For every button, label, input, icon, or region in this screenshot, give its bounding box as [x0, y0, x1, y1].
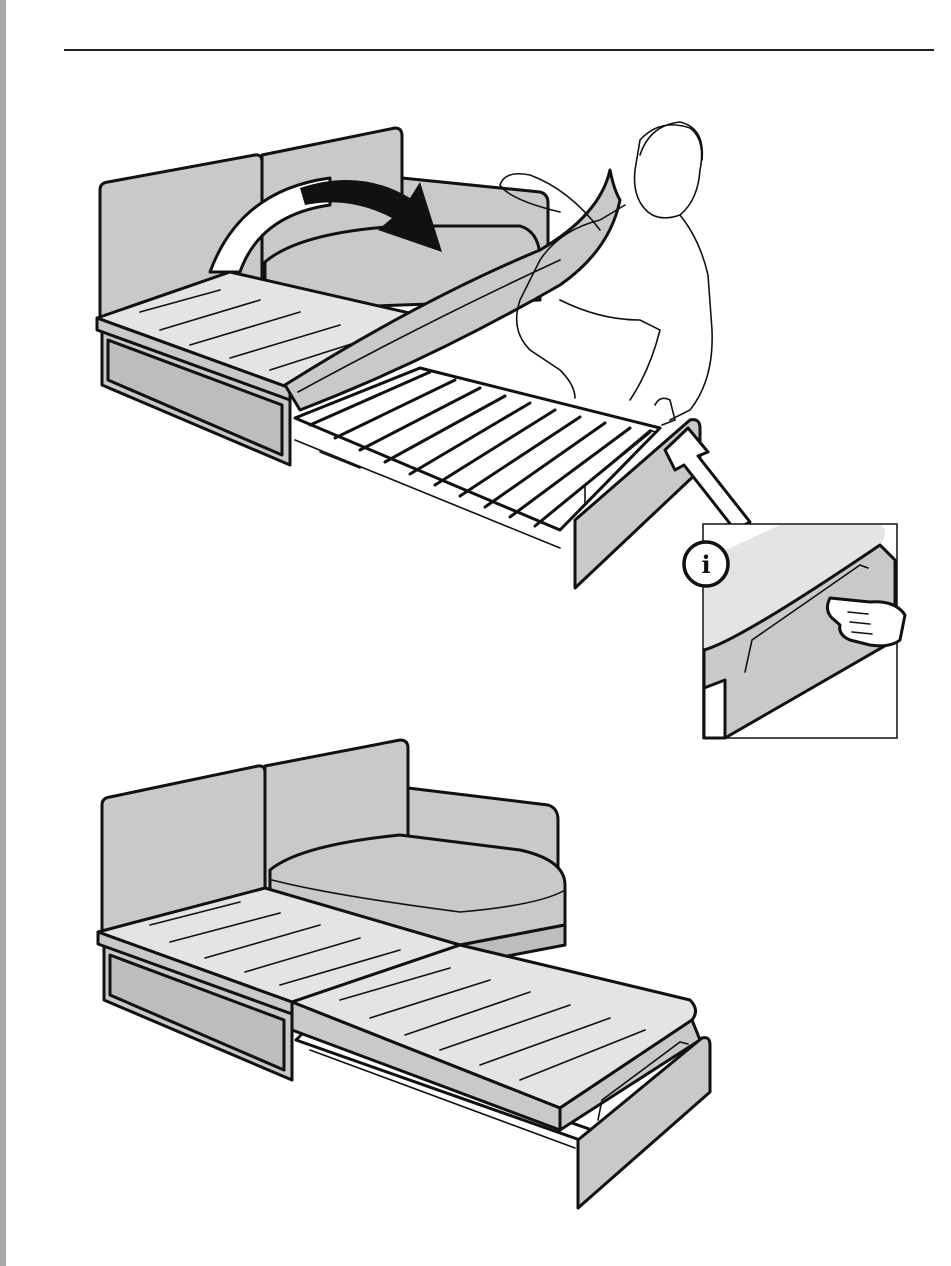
- step2-front-panel: [576, 1036, 712, 1210]
- info-symbol: i: [701, 550, 710, 579]
- detail-pointer-arrow-icon: [663, 426, 752, 532]
- step1-left-mattress: [95, 270, 442, 402]
- pointing-hand-icon: [825, 596, 907, 648]
- step1-slatted-frame: [293, 366, 662, 549]
- detail-inset: [702, 523, 907, 740]
- mattress-texture-lines: [339, 967, 646, 1081]
- page-edge-bar: [0, 0, 6, 1266]
- curved-flip-arrow-icon: [208, 176, 442, 274]
- mattress-texture-lines: [149, 901, 401, 986]
- header-rule: [64, 49, 934, 51]
- step1-illustration: i: [95, 121, 907, 740]
- step2-left-mattress: [96, 886, 462, 1016]
- step2-illustration: [96, 738, 712, 1210]
- person-figure: [499, 121, 713, 426]
- step2-right-mattress: [290, 943, 702, 1132]
- info-circle-icon: i: [682, 540, 730, 588]
- step1-flipping-mattress: [283, 168, 622, 412]
- slats: [308, 370, 652, 528]
